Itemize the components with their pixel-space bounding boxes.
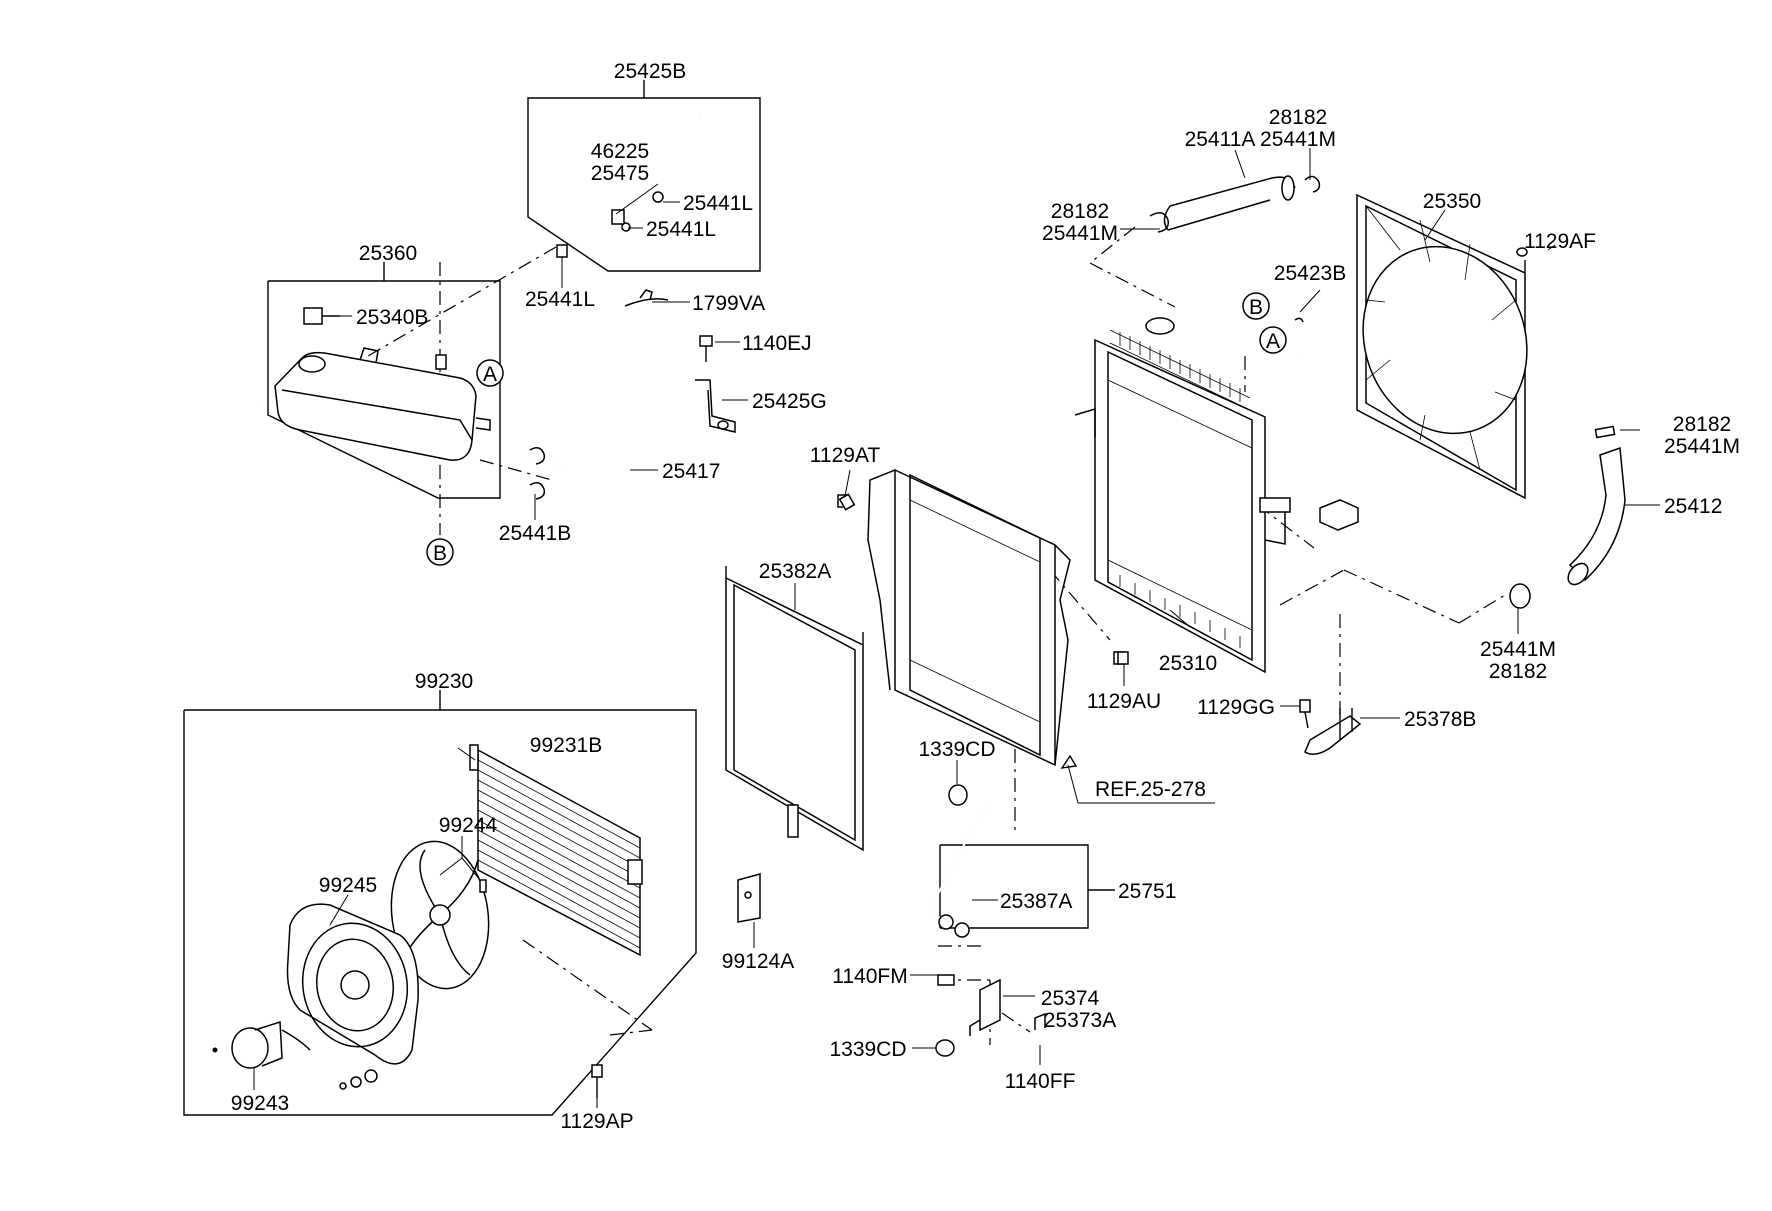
label-25378b: 25378B xyxy=(1404,708,1476,731)
label-1129ap: 1129AP xyxy=(560,1110,633,1133)
label-1339cd-a: 1339CD xyxy=(918,738,995,761)
label-25417: 25417 xyxy=(662,460,720,483)
label-1129au: 1129AU xyxy=(1087,690,1161,713)
label-1129af: 1129AF xyxy=(1524,230,1596,253)
label-99245: 99245 xyxy=(319,874,377,897)
label-25387a: 25387A xyxy=(1000,890,1072,913)
tube-25751 xyxy=(932,784,986,938)
bolt-1129at xyxy=(838,493,856,511)
hose-25411a xyxy=(1149,175,1321,233)
svg-text:B: B xyxy=(433,542,447,565)
group-box-25425b xyxy=(527,80,761,272)
bracket-25425g xyxy=(695,379,736,433)
label-25423b: 25423B xyxy=(1274,262,1346,285)
fan-99244 xyxy=(390,840,490,990)
label-25373a: 25373A xyxy=(1044,1009,1116,1032)
label-25411a: 25411A xyxy=(1185,128,1256,151)
label-25441m-bot: 25441M xyxy=(1480,638,1556,661)
marker-a-radiator: A xyxy=(1259,326,1287,354)
bolt-1129gg xyxy=(1299,699,1311,729)
label-25441m-left: 25441M xyxy=(1042,222,1118,245)
label-25425g: 25425G xyxy=(752,390,827,413)
label-25340b: 25340B xyxy=(356,306,428,329)
bracket-25374 xyxy=(935,974,1046,1057)
bolt-1129au xyxy=(1117,651,1129,665)
fan-motor-99243 xyxy=(212,1020,378,1090)
svg-text:B: B xyxy=(1249,296,1263,319)
part-number-labels: 25425B 46225 25475 25441L 25441L 25441L … xyxy=(231,60,1740,1133)
hose-25412 xyxy=(1509,425,1626,609)
label-25441l-c: 25441L xyxy=(525,288,595,311)
label-25475: 25475 xyxy=(591,162,649,185)
label-25441m-right: 25441M xyxy=(1664,435,1740,458)
bracket-25378b xyxy=(1304,708,1362,755)
overflow-hose xyxy=(204,403,260,646)
label-28182-left: 28182 xyxy=(1051,200,1109,223)
label-99230: 99230 xyxy=(415,670,473,693)
group-box-25360 xyxy=(267,262,501,499)
label-1140ff: 1140FF xyxy=(1005,1070,1076,1093)
group-box-25751 xyxy=(939,844,1115,929)
marker-b-tank: B xyxy=(426,538,454,566)
air-guard-25382a xyxy=(725,566,864,852)
bolt-1140ej xyxy=(699,335,713,362)
label-99124a: 99124A xyxy=(722,950,794,973)
label-28182-right: 28182 xyxy=(1673,413,1731,436)
label-1129at: 1129AT xyxy=(810,444,881,467)
label-1339cd-b: 1339CD xyxy=(829,1038,906,1061)
label-1140fm: 1140FM xyxy=(832,965,907,988)
label-25441b: 25441B xyxy=(499,522,571,545)
radiator-25310 xyxy=(1074,317,1359,674)
label-25441l-b: 25441L xyxy=(646,218,716,241)
leader-lines xyxy=(253,148,1660,1108)
label-25360: 25360 xyxy=(359,242,417,265)
svg-text:A: A xyxy=(483,363,497,386)
label-25751: 25751 xyxy=(1118,880,1176,903)
label-1129gg: 1129GG xyxy=(1197,696,1275,719)
marker-b-radiator: B xyxy=(1242,292,1270,320)
label-1799va: 1799VA xyxy=(692,292,765,315)
reservoir-tank-25360 xyxy=(274,307,491,461)
clip-1799va xyxy=(624,289,669,307)
hose-25423b xyxy=(1294,297,1333,358)
label-25425b: 25425B xyxy=(614,60,686,83)
fan-shroud-25350 xyxy=(1356,193,1528,500)
label-46225: 46225 xyxy=(591,140,649,163)
label-25441m-top: 25441M xyxy=(1260,128,1336,151)
intercooler-assembly xyxy=(837,468,1125,769)
marker-a-tank: A xyxy=(476,359,504,387)
label-1140ej: 1140EJ xyxy=(742,332,812,355)
label-99244: 99244 xyxy=(439,814,498,837)
label-ref-25-278: REF.25-278 xyxy=(1095,778,1206,801)
label-28182-bot: 28182 xyxy=(1489,660,1547,683)
hose-25417 xyxy=(529,447,638,500)
label-99231b: 99231B xyxy=(530,734,602,757)
label-25441l-a: 25441L xyxy=(683,192,753,215)
bracket-99124a xyxy=(737,873,761,923)
label-28182-top: 28182 xyxy=(1269,106,1327,129)
label-25350: 25350 xyxy=(1423,190,1481,213)
hose-25425b xyxy=(556,107,702,258)
condenser-99231b xyxy=(469,744,643,957)
bolt-1129ap xyxy=(591,1064,603,1098)
label-25412: 25412 xyxy=(1664,495,1722,518)
svg-text:A: A xyxy=(1266,330,1280,353)
group-box-99230 xyxy=(183,690,697,1116)
label-99243: 99243 xyxy=(231,1092,289,1115)
label-25374: 25374 xyxy=(1041,987,1100,1010)
fan-shroud-99245 xyxy=(286,903,419,1065)
label-25310: 25310 xyxy=(1159,652,1217,675)
label-25382a: 25382A xyxy=(759,560,831,583)
